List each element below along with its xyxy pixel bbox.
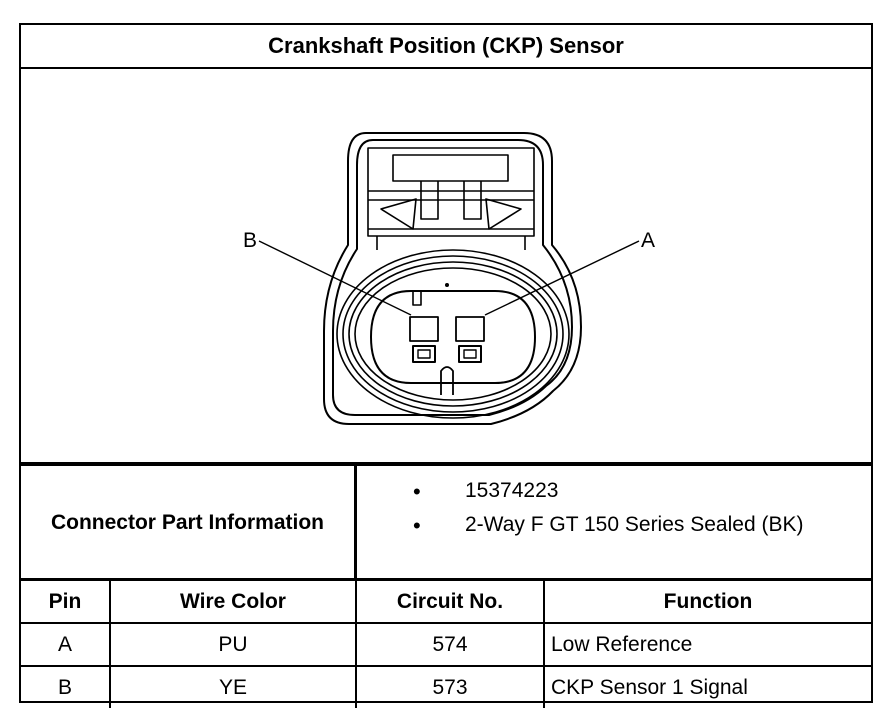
column-header-wire-color: Wire Color: [109, 578, 357, 624]
table-header-row: Pin Wire Color Circuit No. Function: [21, 578, 871, 624]
seal-ring: [354, 267, 552, 401]
connector-housing-inner: [332, 139, 573, 416]
seal-ring: [336, 249, 570, 419]
connector-part-info-label: Connector Part Information: [21, 466, 357, 580]
bottom-notch: [440, 366, 454, 395]
bullet-icon: •: [413, 479, 421, 504]
terminal-a-contact: [458, 345, 482, 363]
cell-function: Low Reference: [543, 622, 871, 667]
cell-circuit-no: 574: [355, 622, 545, 667]
column-header-circuit-no: Circuit No.: [355, 578, 545, 624]
list-item: • 2-Way F GT 150 Series Sealed (BK): [357, 513, 871, 543]
table-row: B YE 573 CKP Sensor 1 Signal: [21, 665, 871, 708]
column-header-pin: Pin: [21, 578, 111, 624]
seal-ring: [342, 255, 564, 413]
terminal-cavity: [370, 290, 536, 384]
connector-end-view-sheet: Crankshaft Position (CKP) Sensor: [19, 23, 873, 708]
cell-pin: B: [21, 665, 111, 708]
bullet-icon: •: [413, 513, 421, 538]
pin-a-label: A: [641, 229, 655, 252]
pin-table: Pin Wire Color Circuit No. Function A PU…: [21, 578, 871, 708]
part-number: 15374223: [465, 479, 559, 502]
list-item: • 15374223: [357, 479, 871, 509]
cell-pin: A: [21, 622, 111, 667]
pin-b-leader-line: [258, 240, 412, 316]
latch-tab: [392, 154, 509, 182]
connector-drawing: B A: [243, 132, 655, 425]
connector-part-info-list: • 15374223 • 2-Way F GT 150 Series Seale…: [357, 466, 871, 580]
vent-dot: [445, 283, 449, 287]
terminal-a-cavity: [455, 316, 485, 342]
polarization-key: [412, 291, 422, 306]
latch-wedge: [380, 198, 417, 230]
column-header-function: Function: [543, 578, 871, 624]
connector-description: 2-Way F GT 150 Series Sealed (BK): [465, 513, 804, 536]
page-title: Crankshaft Position (CKP) Sensor: [21, 25, 871, 69]
terminal-b-cavity: [409, 316, 439, 342]
cell-function: CKP Sensor 1 Signal: [543, 665, 871, 708]
cell-circuit-no: 573: [355, 665, 545, 708]
connector-diagram: B A: [21, 69, 871, 464]
latch-wedge: [485, 198, 522, 230]
connector-part-info: Connector Part Information • 15374223 • …: [21, 462, 871, 580]
pin-a-leader-line: [484, 240, 640, 316]
table-row: A PU 574 Low Reference: [21, 622, 871, 667]
terminal-a-contact-inner: [463, 349, 477, 359]
latch-frame: [367, 147, 535, 237]
connector-housing-outer: [323, 132, 582, 425]
cell-wire-color: YE: [109, 665, 357, 708]
seal-ring: [348, 261, 558, 407]
terminal-b-contact-inner: [417, 349, 431, 359]
terminal-b-contact: [412, 345, 436, 363]
cell-wire-color: PU: [109, 622, 357, 667]
pin-b-label: B: [243, 229, 257, 252]
